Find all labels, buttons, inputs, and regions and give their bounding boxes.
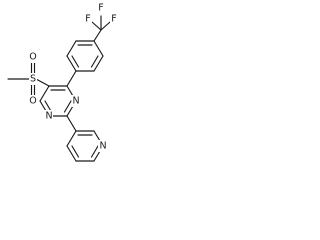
benzene-bond <box>66 55 77 72</box>
bond-c-f-right <box>100 21 111 31</box>
bond-pyrimidine-to-pyridine <box>66 115 77 132</box>
benzene-inner-double-bond <box>90 55 99 68</box>
pyridine-bond <box>66 145 77 162</box>
label-bg-f-left <box>84 14 92 25</box>
bond-benzene-to-pyrimidine <box>66 70 77 87</box>
label-bg-n-pyrimidine-lower <box>44 110 53 122</box>
label-bg-f-top <box>97 2 105 13</box>
label-bg-o-upper <box>28 52 38 63</box>
benzene-bond <box>93 40 104 57</box>
pyridine-inner-double-bond <box>71 145 80 158</box>
benzene-inner-double-bond <box>71 55 80 68</box>
chemical-structure-diagram: F F F S O O N N N <box>7 2 118 162</box>
pyridine-bond <box>66 130 77 147</box>
label-bg-n-pyridine <box>98 140 108 152</box>
label-bg-f-right <box>110 14 118 25</box>
bond-cf3-to-ring <box>93 29 102 42</box>
bond-c-f-left <box>91 21 102 31</box>
pyridine-inner-double-bond <box>90 145 99 158</box>
pyrimidine-bond <box>39 85 50 102</box>
label-bg-o-lower <box>28 95 38 106</box>
benzene-bond <box>66 40 77 57</box>
bond-pyrimidine-to-sulfur <box>35 78 50 87</box>
bonds <box>7 15 111 162</box>
atom-label-n-pyrimidine-lower: N <box>45 111 52 122</box>
label-bg-n-pyrimidine-upper <box>72 95 81 107</box>
benzene-bond <box>93 55 104 72</box>
pyrimidine-inner-double-bond <box>63 100 72 113</box>
atom-label-o-lower: O <box>29 96 36 107</box>
label-bg-s <box>29 73 37 85</box>
atom-label-n-pyridine: N <box>99 141 106 152</box>
atom-label-f-left: F <box>85 14 90 25</box>
atom-label-o-upper: O <box>29 52 36 63</box>
atom-labels: F F F S O O N N N <box>28 2 118 152</box>
atom-label-s: S <box>30 74 36 85</box>
atom-label-f-right: F <box>111 14 116 25</box>
atom-label-f-top: F <box>98 3 103 14</box>
atom-label-n-pyrimidine-upper: N <box>72 96 79 107</box>
